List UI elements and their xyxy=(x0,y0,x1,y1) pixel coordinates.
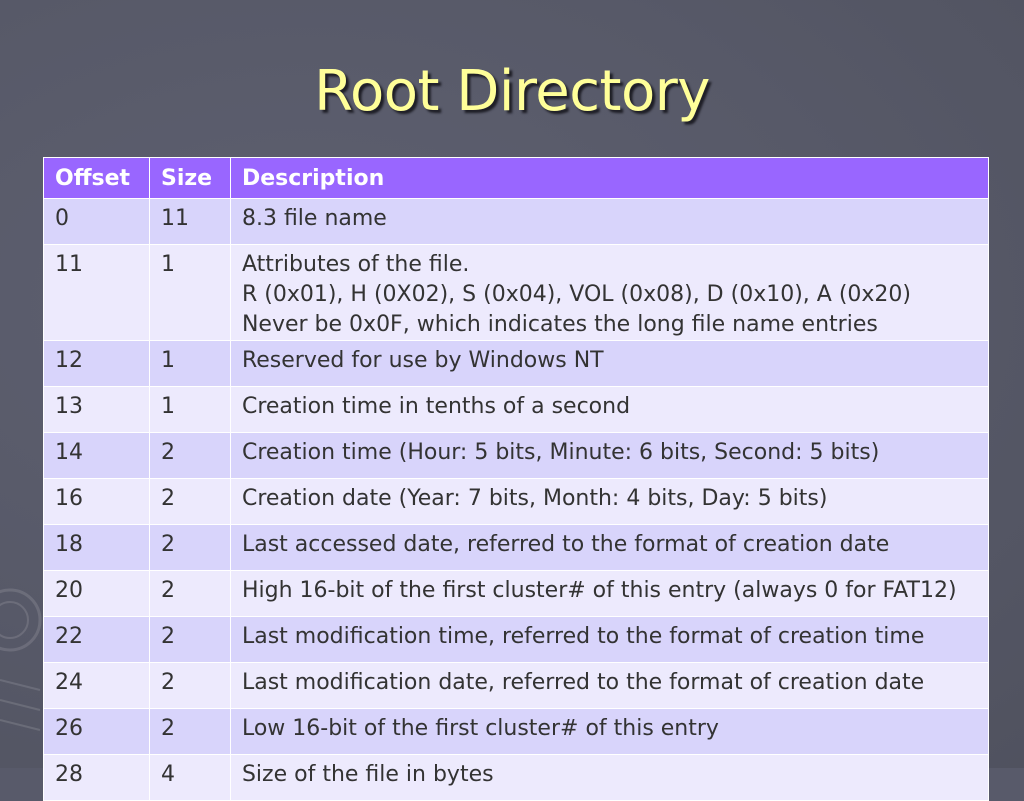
cell-description: Reserved for use by Windows NT xyxy=(229,340,990,387)
cell-description: Creation time (Hour: 5 bits, Minute: 6 b… xyxy=(229,432,990,479)
description-line: Attributes of the file. xyxy=(241,252,470,277)
cell-size: 1 xyxy=(148,386,231,433)
cell-size: 1 xyxy=(148,340,231,387)
description-line: High 16-bit of the first cluster# of thi… xyxy=(241,578,957,603)
description-line: R (0x01), H (0X02), S (0x04), VOL (0x08)… xyxy=(241,282,911,307)
cell-offset: 20 xyxy=(43,570,150,617)
cell-size: 2 xyxy=(148,478,231,525)
cell-offset: 24 xyxy=(43,662,150,709)
table-header-row: Offset Size Description xyxy=(43,157,990,199)
description-line: Creation date (Year: 7 bits, Month: 4 bi… xyxy=(241,486,828,511)
cell-offset: 26 xyxy=(43,708,150,755)
description-line: Last modification time, referred to the … xyxy=(241,624,925,649)
cell-description: Last modification time, referred to the … xyxy=(229,616,990,663)
cell-size: 2 xyxy=(148,524,231,571)
cell-description: Low 16-bit of the first cluster# of this… xyxy=(229,708,990,755)
cell-offset: 11 xyxy=(43,244,150,341)
cell-description: Creation time in tenths of a second xyxy=(229,386,990,433)
description-line: Never be 0x0F, which indicates the long … xyxy=(241,312,878,337)
header-offset: Offset xyxy=(43,157,150,199)
cell-size: 4 xyxy=(148,754,231,801)
cell-offset: 12 xyxy=(43,340,150,387)
background-watermark-graphic xyxy=(0,588,42,731)
cell-description: Attributes of the file. R (0x01), H (0X02… xyxy=(229,244,990,341)
cell-offset: 28 xyxy=(43,754,150,801)
cell-description: Last modification date, referred to the … xyxy=(229,662,990,709)
description-line: Low 16-bit of the first cluster# of this… xyxy=(241,716,719,741)
description-line: 8.3 file name xyxy=(241,206,387,231)
cell-size: 2 xyxy=(148,662,231,709)
header-description: Description xyxy=(229,157,990,199)
slide-title: Root Directory xyxy=(314,59,710,124)
cell-size: 2 xyxy=(148,432,231,479)
cell-offset: 0 xyxy=(43,198,150,245)
cell-description: Creation date (Year: 7 bits, Month: 4 bi… xyxy=(229,478,990,525)
description-line: Reserved for use by Windows NT xyxy=(241,348,604,373)
cell-description: Last accessed date, referred to the form… xyxy=(229,524,990,571)
cell-size: 2 xyxy=(148,616,231,663)
cell-size: 1 xyxy=(148,244,231,341)
cell-description: 8.3 file name xyxy=(229,198,990,245)
description-line: Creation time (Hour: 5 bits, Minute: 6 b… xyxy=(241,440,880,465)
cell-description: High 16-bit of the first cluster# of thi… xyxy=(229,570,990,617)
description-line: Size of the file in bytes xyxy=(241,762,494,787)
cell-offset: 18 xyxy=(43,524,150,571)
description-line: Last modification date, referred to the … xyxy=(241,670,925,695)
cell-size: 2 xyxy=(148,570,231,617)
cell-offset: 13 xyxy=(43,386,150,433)
header-size: Size xyxy=(148,157,231,199)
description-line: Last accessed date, referred to the form… xyxy=(241,532,890,557)
description-line: Creation time in tenths of a second xyxy=(241,394,631,419)
cell-offset: 22 xyxy=(43,616,150,663)
cell-offset: 16 xyxy=(43,478,150,525)
cell-description: Size of the file in bytes xyxy=(229,754,990,801)
cell-offset: 14 xyxy=(43,432,150,479)
cell-size: 2 xyxy=(148,708,231,755)
cell-size: 11 xyxy=(148,198,231,245)
